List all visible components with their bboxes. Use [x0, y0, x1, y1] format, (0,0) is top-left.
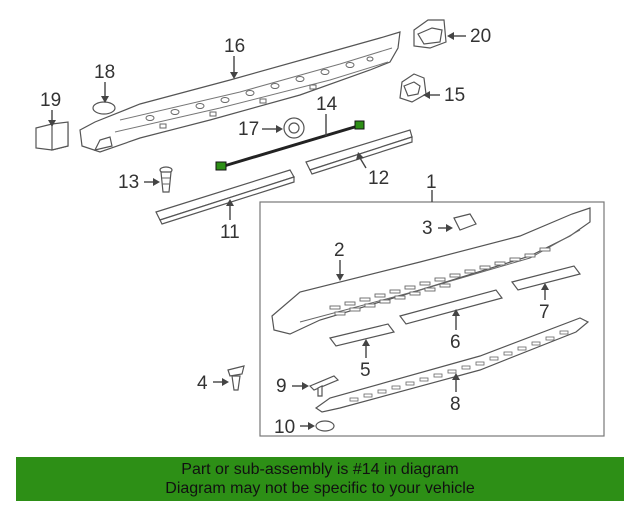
- banner-line-1: Part or sub-assembly is #14 in diagram: [181, 461, 459, 478]
- callout-7: 7: [539, 302, 550, 323]
- part-13-screw-clip[interactable]: [159, 166, 173, 193]
- callout-10: 10: [274, 417, 295, 438]
- part-2-running-board[interactable]: [271, 207, 591, 335]
- part-7-strip[interactable]: [510, 265, 582, 291]
- callout-1: 1: [426, 172, 437, 193]
- callout-13: 13: [118, 172, 139, 193]
- part-5-strip[interactable]: [328, 323, 396, 347]
- part-3-pad[interactable]: [453, 213, 477, 231]
- part-6-strip[interactable]: [398, 289, 504, 325]
- callout-5: 5: [360, 360, 371, 381]
- part-17-retainer[interactable]: [283, 117, 305, 139]
- callout-11: 11: [220, 222, 240, 243]
- callout-16: 16: [224, 36, 245, 57]
- parts-diagram: 16 18 19 20 15 17 14 13 12 11 1 2 3 5 6 …: [35, 19, 605, 438]
- part-10-grommet[interactable]: [315, 420, 335, 432]
- part-11-trim-strip[interactable]: [155, 169, 295, 225]
- callout-9: 9: [276, 376, 287, 397]
- callout-14: 14: [316, 94, 338, 115]
- callout-2: 2: [334, 240, 345, 261]
- callout-6: 6: [450, 332, 461, 353]
- banner-line-2: Diagram may not be specific to your vehi…: [165, 480, 475, 497]
- part-16-rocker-panel[interactable]: [79, 31, 401, 153]
- callout-8: 8: [450, 394, 461, 415]
- part-15-bracket[interactable]: [399, 73, 427, 103]
- callout-19: 19: [40, 90, 61, 111]
- leader-lines: [48, 32, 549, 430]
- callout-3: 3: [422, 218, 433, 239]
- callout-labels: 16 18 19 20 15 17 14 13 12 11 1 2 3 5 6 …: [40, 26, 550, 438]
- callout-4: 4: [197, 373, 208, 394]
- part-14-cable[interactable]: [215, 120, 365, 171]
- callout-15: 15: [444, 85, 465, 106]
- callout-18: 18: [94, 62, 115, 83]
- part-9-clip[interactable]: [308, 375, 340, 397]
- callout-20: 20: [470, 26, 491, 47]
- part-18-grommet[interactable]: [92, 101, 116, 115]
- part-4-clip[interactable]: [227, 365, 245, 391]
- info-banner: Part or sub-assembly is #14 in diagram D…: [16, 457, 624, 501]
- part-8-step-plate[interactable]: [314, 317, 590, 413]
- part-20-clip[interactable]: [413, 19, 447, 49]
- callout-12: 12: [368, 168, 389, 189]
- callout-17: 17: [238, 119, 259, 140]
